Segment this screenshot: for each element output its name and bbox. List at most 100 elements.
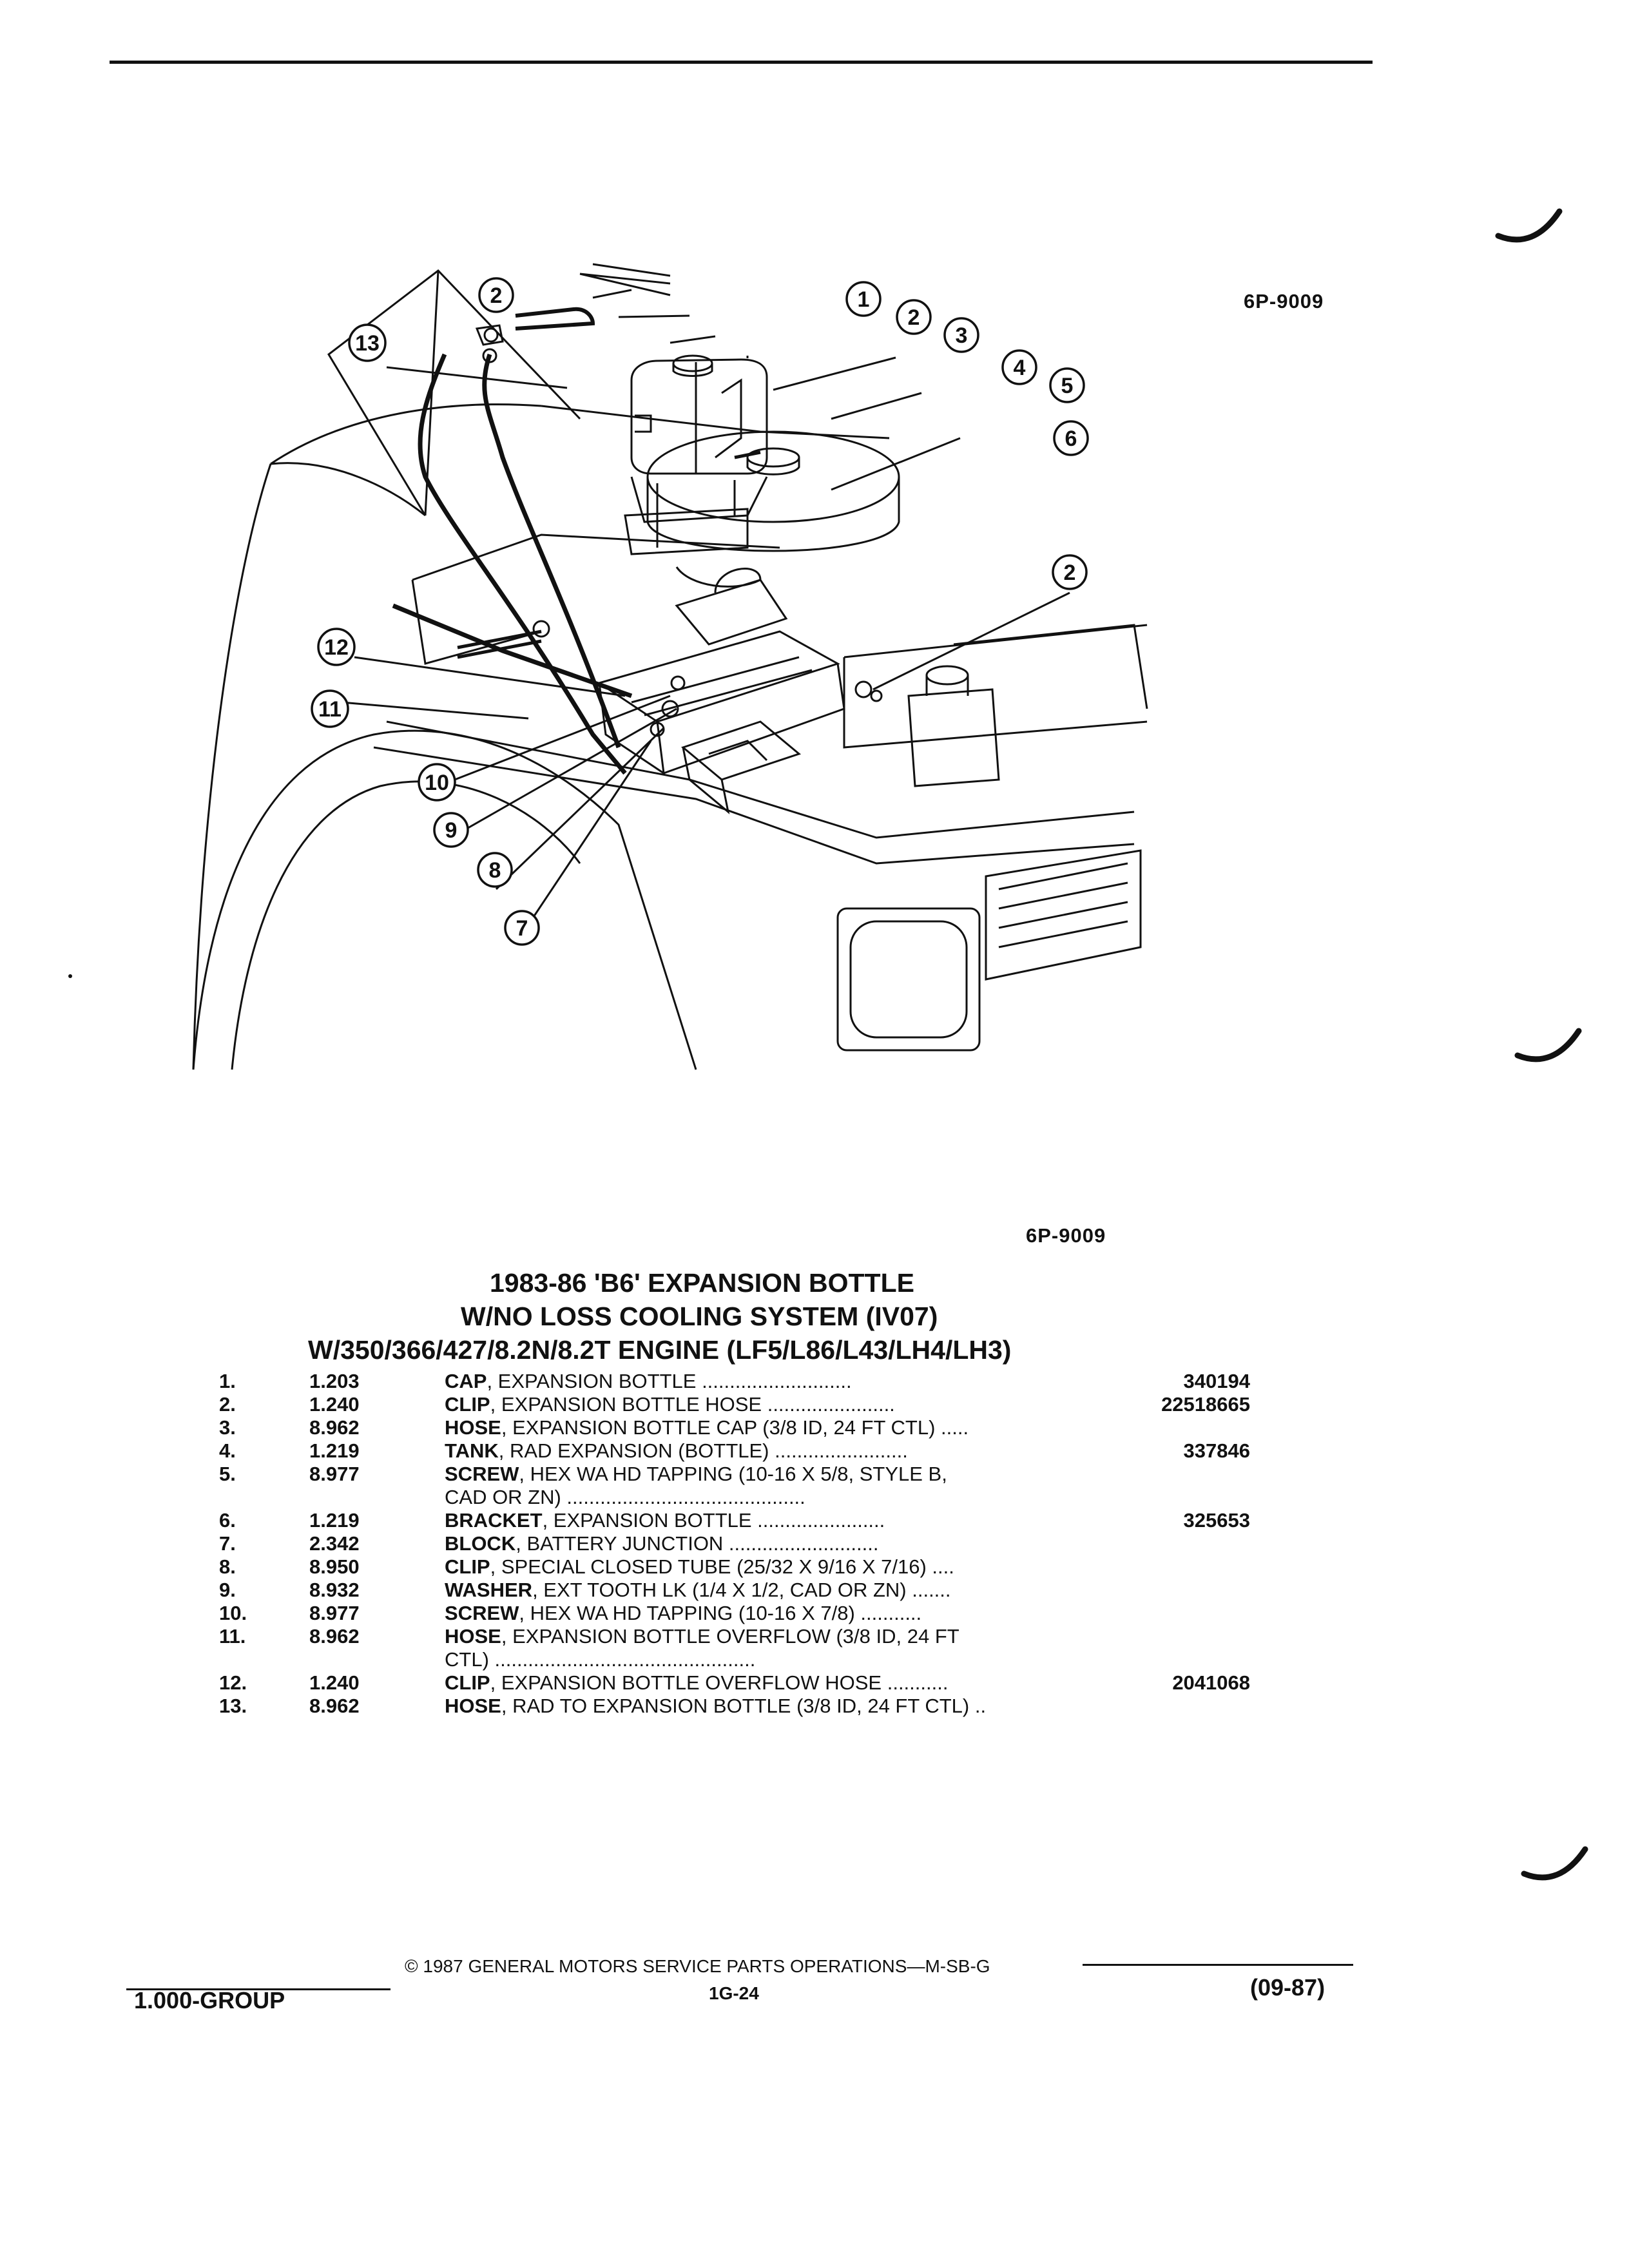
group-number: 8.932 <box>309 1579 360 1601</box>
footer-rule-right <box>1083 1964 1353 1966</box>
item-number: 10. <box>219 1602 247 1624</box>
parts-row: 6. 1.219 BRACKET, EXPANSION BOTTLE .....… <box>219 1509 1250 1532</box>
parts-row: 11. 8.962 HOSE, EXPANSION BOTTLE OVERFLO… <box>219 1625 1250 1648</box>
group-number: 8.977 <box>309 1602 360 1624</box>
parts-row: 9. 8.932 WASHER, EXT TOOTH LK (1/4 X 1/2… <box>219 1579 1250 1602</box>
parts-row: 3. 8.962 HOSE, EXPANSION BOTTLE CAP (3/8… <box>219 1416 1250 1439</box>
callout-10 <box>418 763 456 802</box>
part-name: CLIP <box>445 1671 490 1694</box>
group-label: 1.000-GROUP <box>134 1987 285 2013</box>
title-line-1: 1983-86 'B6' EXPANSION BOTTLE <box>490 1268 914 1298</box>
item-number: 3. <box>219 1416 236 1439</box>
callout-6 <box>1053 420 1089 456</box>
callout-2b-label: 2 <box>908 305 920 330</box>
parts-row: 2. 1.240 CLIP, EXPANSION BOTTLE HOSE ...… <box>219 1393 1250 1416</box>
item-number: 11. <box>219 1625 246 1648</box>
part-name: TANK <box>445 1439 499 1462</box>
callout-2b <box>896 299 932 335</box>
callout-3-label: 3 <box>956 323 968 348</box>
part-name: CAP <box>445 1370 487 1392</box>
group-number: 1.240 <box>309 1671 360 1694</box>
binder-mark-bottom <box>1521 1846 1588 1881</box>
callout-13 <box>348 323 387 362</box>
callout-8-label: 8 <box>489 858 501 883</box>
part-description: BLOCK, BATTERY JUNCTION ................… <box>445 1532 1128 1555</box>
callout-11-label: 11 <box>318 697 342 722</box>
callout-12-label: 12 <box>324 635 349 660</box>
callout-7 <box>504 910 540 946</box>
part-detail: , SPECIAL CLOSED TUBE (25/32 X 9/16 X 7/… <box>490 1555 954 1578</box>
part-description: BRACKET, EXPANSION BOTTLE ..............… <box>445 1509 1128 1532</box>
part-number: 2041068 <box>1172 1671 1250 1694</box>
group-number: 8.962 <box>309 1625 360 1648</box>
group-number: 8.962 <box>309 1695 360 1717</box>
part-name: HOSE <box>445 1695 501 1717</box>
callout-8 <box>477 852 513 888</box>
callout-6-label: 6 <box>1065 427 1077 451</box>
item-number: 5. <box>219 1463 236 1485</box>
part-detail: , HEX WA HD TAPPING (10-16 X 5/8, STYLE … <box>519 1463 947 1485</box>
title-line-3: W/350/366/427/8.2N/8.2T ENGINE (LF5/L86/… <box>308 1335 1012 1365</box>
part-description: WASHER, EXT TOOTH LK (1/4 X 1/2, CAD OR … <box>445 1579 1128 1602</box>
parts-row: 7. 2.342 BLOCK, BATTERY JUNCTION .......… <box>219 1532 1250 1555</box>
parts-row: 1. 1.203 CAP, EXPANSION BOTTLE .........… <box>219 1370 1250 1393</box>
part-description: SCREW, HEX WA HD TAPPING (10-16 X 5/8, S… <box>445 1463 1128 1486</box>
group-number: 8.950 <box>309 1555 360 1578</box>
part-number: 340194 <box>1183 1370 1250 1392</box>
callout-11 <box>311 689 349 728</box>
part-detail: , EXPANSION BOTTLE OVERFLOW (3/8 ID, 24 … <box>501 1625 959 1648</box>
title-line-2: W/NO LOSS COOLING SYSTEM (IV07) <box>461 1302 938 1331</box>
binder-mark-top <box>1495 208 1563 243</box>
part-detail: , EXPANSION BOTTLE CAP (3/8 ID, 24 FT CT… <box>501 1416 969 1439</box>
part-description: CAP, EXPANSION BOTTLE ..................… <box>445 1370 1128 1393</box>
callout-9-label: 9 <box>445 818 458 843</box>
item-number: 9. <box>219 1579 236 1601</box>
callout-2a-label: 2 <box>490 284 503 308</box>
part-description-continued: CTL) ...................................… <box>445 1648 756 1671</box>
part-detail: , RAD TO EXPANSION BOTTLE (3/8 ID, 24 FT… <box>501 1695 987 1717</box>
part-description: CLIP, EXPANSION BOTTLE HOSE ............… <box>445 1393 1128 1416</box>
revision-date: (09-87) <box>1250 1974 1325 2001</box>
item-number: 6. <box>219 1509 236 1532</box>
callout-7-label: 7 <box>516 916 528 941</box>
parts-row: 8. 8.950 CLIP, SPECIAL CLOSED TUBE (25/3… <box>219 1555 1250 1579</box>
part-name: HOSE <box>445 1625 501 1648</box>
callout-13-label: 13 <box>355 331 380 356</box>
part-number: 22518665 <box>1161 1393 1250 1416</box>
parts-row-continuation: CTL) ...................................… <box>219 1648 1250 1671</box>
page-number: 1G-24 <box>709 1983 759 2003</box>
part-number: 325653 <box>1183 1509 1250 1532</box>
parts-row: 13. 8.962 HOSE, RAD TO EXPANSION BOTTLE … <box>219 1695 1250 1718</box>
group-number: 1.203 <box>309 1370 360 1392</box>
part-name: CLIP <box>445 1555 490 1578</box>
callout-10-label: 10 <box>425 771 449 795</box>
parts-row-continuation: CAD OR ZN) .............................… <box>219 1486 1250 1509</box>
binder-mark-middle <box>1514 1028 1582 1062</box>
part-name: BLOCK <box>445 1532 516 1555</box>
part-description: CLIP, SPECIAL CLOSED TUBE (25/32 X 9/16 … <box>445 1555 1128 1579</box>
callout-1 <box>845 281 882 317</box>
figure-ref-top: 6P-9009 <box>1244 290 1324 312</box>
parts-row: 5. 8.977 SCREW, HEX WA HD TAPPING (10-16… <box>219 1463 1250 1486</box>
part-name: SCREW <box>445 1602 519 1624</box>
part-detail: , EXPANSION BOTTLE HOSE ................… <box>490 1393 895 1416</box>
top-rule <box>110 61 1373 64</box>
group-number: 1.219 <box>309 1439 360 1462</box>
copyright-line: © 1987 GENERAL MOTORS SERVICE PARTS OPER… <box>405 1956 990 1976</box>
part-description: HOSE, RAD TO EXPANSION BOTTLE (3/8 ID, 2… <box>445 1695 1128 1718</box>
part-description-continued: CAD OR ZN) .............................… <box>445 1486 805 1508</box>
item-number: 4. <box>219 1439 236 1462</box>
parts-list: 1. 1.203 CAP, EXPANSION BOTTLE .........… <box>219 1370 1250 1718</box>
group-number: 1.219 <box>309 1509 360 1532</box>
callout-9 <box>433 812 469 848</box>
callout-2a <box>478 277 514 313</box>
part-name: SCREW <box>445 1463 519 1485</box>
group-number: 8.977 <box>309 1463 360 1485</box>
part-name: WASHER <box>445 1579 533 1601</box>
group-number: 8.962 <box>309 1416 360 1439</box>
part-number: 337846 <box>1183 1439 1250 1462</box>
part-detail: , EXT TOOTH LK (1/4 X 1/2, CAD OR ZN) ..… <box>532 1579 951 1601</box>
callout-2c <box>1052 554 1088 590</box>
part-detail: , EXPANSION BOTTLE .....................… <box>542 1509 885 1532</box>
parts-row: 12. 1.240 CLIP, EXPANSION BOTTLE OVERFLO… <box>219 1671 1250 1695</box>
